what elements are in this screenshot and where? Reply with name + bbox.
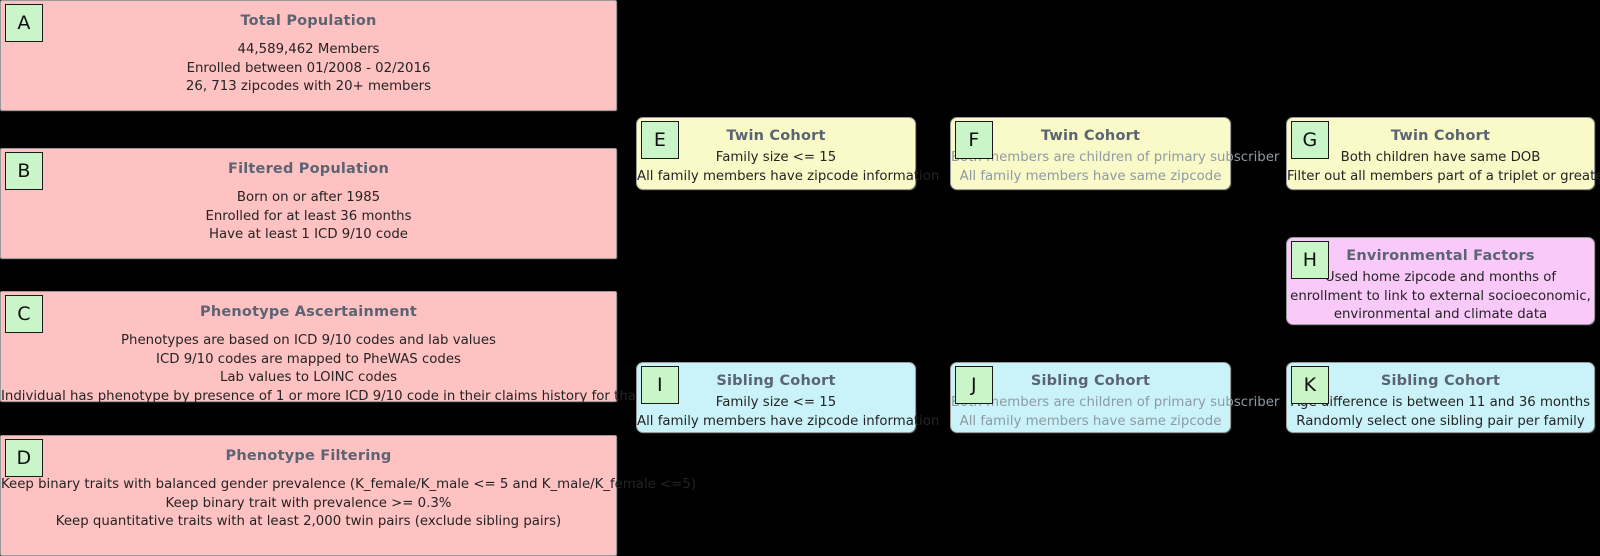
node-body-h: Used home zipcode and months of enrollme… — [1287, 269, 1594, 325]
node-badge-c: C — [5, 295, 43, 333]
node-title-a: Total Population — [240, 13, 377, 29]
node-body-line: All family members have zipcode informat… — [637, 413, 940, 429]
node-body-line: Born on or after 1985 — [236, 190, 381, 205]
node-body-e: Family size <= 15 All family members have… — [637, 149, 940, 186]
node-sibling-cohort-i[interactable]: I Sibling Cohort Family size <= 15 All fa… — [636, 362, 940, 433]
node-badge-i: I — [641, 366, 679, 404]
node-badge-j: J — [955, 366, 993, 404]
node-body-line: 26, 713 zipcodes with 20+ members — [185, 79, 432, 94]
node-title-i: Sibling Cohort — [716, 373, 836, 389]
node-body-line: Family size <= 15 — [715, 395, 837, 410]
node-title-j: Sibling Cohort — [1030, 373, 1151, 389]
node-body-line: Have at least 1 ICD 9/10 code — [209, 227, 408, 242]
node-body-line: Both children have same DOB — [1340, 150, 1541, 165]
node-phenotype-filtering[interactable]: D Phenotype Filtering Keep binary traits… — [0, 435, 696, 556]
node-body-line: All family members have zipcode informat… — [637, 168, 940, 184]
node-body-line: Lab values to LOINC codes — [219, 370, 398, 385]
node-title-h: Environmental Factors — [1346, 248, 1535, 264]
node-body-line: Keep binary traits with balanced gender … — [1, 477, 696, 492]
node-body-line: Individual has phenotype by presence of … — [1, 388, 737, 404]
node-badge-f: F — [955, 121, 993, 159]
node-body-g: Both children have same DOB Filter out al… — [1287, 149, 1600, 186]
node-body-d: Keep binary traits with balanced gender … — [1, 476, 696, 532]
node-filtered-population[interactable]: B Filtered Population Born on or after 1… — [0, 148, 617, 259]
node-badge-e: E — [641, 121, 679, 159]
node-body-line: Enrolled between 01/2008 - 02/2016 — [186, 60, 431, 76]
node-badge-g: G — [1291, 121, 1329, 159]
node-body-line: Filter out all members part of a triplet… — [1287, 168, 1600, 184]
node-badge-b: B — [5, 152, 43, 190]
node-title-e: Twin Cohort — [726, 128, 826, 144]
node-sibling-cohort-k[interactable]: K Sibling Cohort Age difference is betwe… — [1286, 362, 1595, 433]
node-title-d: Phenotype Filtering — [225, 448, 392, 464]
node-title-c: Phenotype Ascertainment — [200, 304, 417, 320]
node-body-f: Both members are children of primary sub… — [951, 149, 1280, 186]
node-body-i: Family size <= 15 All family members have… — [637, 394, 940, 431]
node-body-line: All family members have same zipcode — [959, 168, 1222, 184]
node-title-b: Filtered Population — [227, 161, 390, 177]
node-body-line: Keep quantitative traits with at least 2… — [55, 514, 562, 529]
node-title-k: Sibling Cohort — [1380, 373, 1501, 389]
node-body-line: All family members have same zipcode — [959, 413, 1222, 429]
node-sibling-cohort-j[interactable]: J Sibling Cohort Both members are childr… — [950, 362, 1280, 433]
node-body-k: Age difference is between 11 and 36 mont… — [1287, 394, 1594, 431]
node-badge-h: H — [1291, 241, 1329, 279]
node-body-line: Both members are children of primary sub… — [951, 150, 1280, 165]
node-title-f: Twin Cohort — [1040, 128, 1141, 144]
node-badge-d: D — [5, 439, 43, 477]
node-badge-k: K — [1291, 366, 1329, 404]
node-twin-cohort-e[interactable]: E Twin Cohort Family size <= 15 All famil… — [636, 117, 940, 190]
node-body-j: Both members are children of primary sub… — [951, 394, 1280, 431]
node-twin-cohort-f[interactable]: F Twin Cohort Both members are children … — [950, 117, 1280, 190]
node-badge-a: A — [5, 4, 43, 42]
node-body-line: Keep binary trait with prevalence >= 0.3… — [165, 495, 452, 511]
node-phenotype-ascertainment[interactable]: C Phenotype Ascertainment Phenotypes are… — [0, 291, 736, 404]
node-body-line: Phenotypes are based on ICD 9/10 codes a… — [121, 333, 496, 348]
node-body-line: 44,589,462 Members — [237, 42, 380, 57]
node-body-line: Family size <= 15 — [715, 150, 837, 165]
node-title-g: Twin Cohort — [1390, 128, 1491, 144]
node-body-c: Phenotypes are based on ICD 9/10 codes a… — [1, 332, 737, 406]
node-body-line: Both members are children of primary sub… — [951, 395, 1280, 410]
node-body-line: Age difference is between 11 and 36 mont… — [1290, 395, 1591, 410]
node-body-line: Enrolled for at least 36 months — [205, 208, 412, 224]
node-body-line: Randomly select one sibling pair per fam… — [1296, 413, 1585, 429]
node-body-line: Used home zipcode and months of enrollme… — [1290, 270, 1591, 322]
node-environmental-factors[interactable]: H Environmental Factors Used home zipcod… — [1286, 237, 1595, 325]
node-body-line: ICD 9/10 codes are mapped to PheWAS code… — [156, 351, 461, 367]
node-twin-cohort-g[interactable]: G Twin Cohort Both children have same DO… — [1286, 117, 1600, 190]
